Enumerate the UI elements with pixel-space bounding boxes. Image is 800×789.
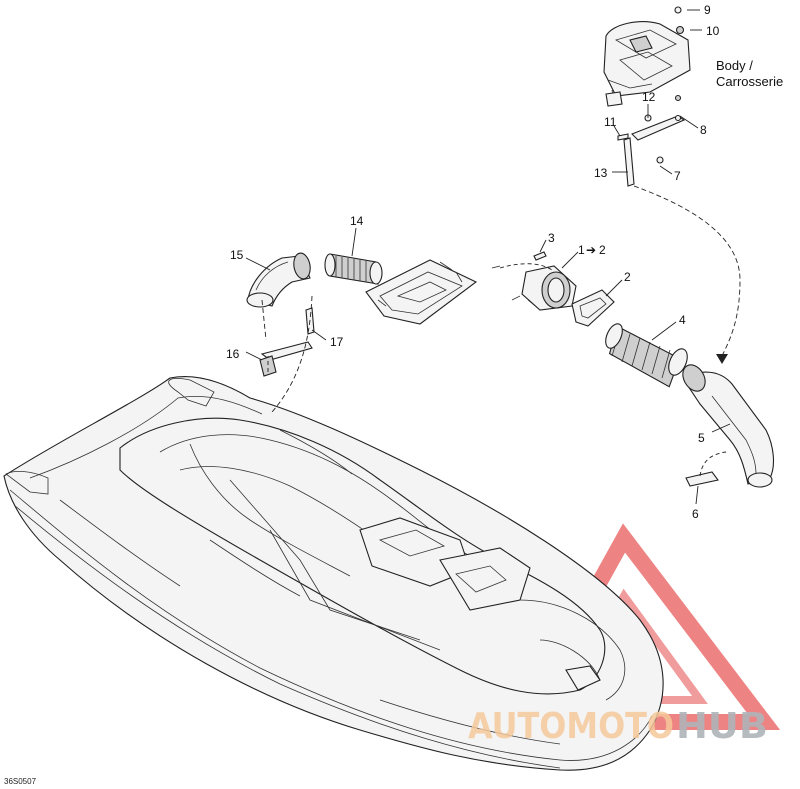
corrugated-hose-4 xyxy=(605,323,688,388)
callouts: 9 10 Body / Carrosserie 12 8 11 13 7 14 … xyxy=(4,3,783,786)
callout-4: 4 xyxy=(679,313,686,327)
callout-16: 16 xyxy=(226,347,240,361)
callout-5: 5 xyxy=(698,431,705,445)
adapter-part-1 xyxy=(499,263,577,311)
watermark-text-automoto: AUTOMOTO xyxy=(468,706,674,747)
hull-body xyxy=(3,376,664,771)
diagram-code: 36S0507 xyxy=(4,777,37,786)
strap-13 xyxy=(623,137,635,187)
bracket-8 xyxy=(631,114,686,141)
callout-9: 9 xyxy=(704,3,711,17)
callout-7: 7 xyxy=(674,169,681,183)
body-label-line2: Carrosserie xyxy=(716,74,783,89)
callout-1: 1 xyxy=(578,243,585,257)
callout-11: 11 xyxy=(604,115,617,129)
callout-15: 15 xyxy=(230,248,244,262)
body-label-line1: Body / xyxy=(716,58,753,73)
elbow-hose-5 xyxy=(682,364,775,488)
callout-14: 14 xyxy=(350,214,364,228)
watermark-text-hub: HUB xyxy=(676,706,768,747)
callout-17: 17 xyxy=(330,335,344,349)
watermark-text: AUTOMOTO HUB xyxy=(468,706,768,747)
intake-grill xyxy=(365,259,478,325)
callout-12: 12 xyxy=(642,90,656,104)
clamp-part-3 xyxy=(533,251,547,261)
callout-13: 13 xyxy=(594,166,608,180)
gasket-part-2 xyxy=(571,289,615,327)
leader-lines xyxy=(245,9,731,505)
callout-10: 10 xyxy=(706,24,720,38)
assembly-lines xyxy=(261,185,741,413)
callout-1-arrow: ➔ xyxy=(586,243,596,257)
bracket-16 xyxy=(259,307,315,377)
corrugated-hose-14 xyxy=(324,253,383,285)
airbox-assembly xyxy=(603,21,691,107)
callout-1-ref: 2 xyxy=(599,243,606,257)
callout-8: 8 xyxy=(700,123,707,137)
clip-part-6 xyxy=(685,451,727,487)
callout-6: 6 xyxy=(692,507,699,521)
elbow-hose-15 xyxy=(246,252,311,308)
callout-3: 3 xyxy=(548,231,555,245)
callout-2: 2 xyxy=(624,270,631,284)
